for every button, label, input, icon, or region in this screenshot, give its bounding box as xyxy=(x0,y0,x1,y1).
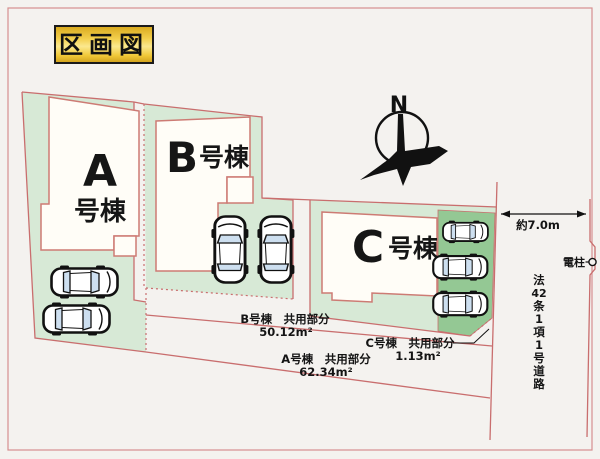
page-title: 区画図 xyxy=(59,31,149,59)
compass-needle-icon xyxy=(360,114,448,186)
west-and-south-boundary-line xyxy=(21,91,491,399)
north-boundary-line xyxy=(21,91,498,208)
road-char: 道 xyxy=(533,364,545,378)
car-icon xyxy=(432,289,489,319)
building-a-suffix: 号棟 xyxy=(74,197,127,227)
compass-north-label: N xyxy=(390,93,408,118)
c-common-area-label: C号棟 共用部分 xyxy=(366,336,455,350)
c-common-area-value: 1.13m² xyxy=(395,349,440,363)
road-char: 項 xyxy=(533,325,545,339)
b-common-area-value: 50.12m² xyxy=(259,325,312,339)
road-designation-label: 法 42 条 1 項 1 号 道 路 xyxy=(531,273,546,391)
utility-pole-label: 電柱 xyxy=(563,255,585,269)
north-compass: N xyxy=(360,93,448,186)
road-width-label: 約7.0m xyxy=(516,218,560,232)
arrow-left-head-icon xyxy=(501,210,510,218)
road-char: 路 xyxy=(533,377,545,391)
building-b-porch xyxy=(226,176,254,204)
utility-pole: 電柱 xyxy=(563,255,597,269)
title-box: 区画図 xyxy=(54,25,154,64)
road-east-edge-line xyxy=(586,199,596,438)
common-area-strip-line xyxy=(145,314,493,347)
a-common-area-label: A号棟 共用部分 xyxy=(281,352,371,366)
b-common-area-label: B号棟 共用部分 xyxy=(240,312,330,326)
a-common-area-value: 62.34m² xyxy=(299,365,352,379)
road-char: 1 xyxy=(535,338,543,352)
plot-c-west-south-line xyxy=(309,200,471,337)
road-west-edge-line xyxy=(489,181,498,441)
road-char: 号 xyxy=(533,351,545,365)
car-icon xyxy=(42,301,111,337)
building-c-outline xyxy=(321,211,438,303)
arrow-right-head-icon xyxy=(577,210,586,218)
building-b-suffix: 号棟 xyxy=(199,143,250,172)
building-a-letter: A xyxy=(83,146,117,197)
car-icon xyxy=(255,215,296,284)
building-b-letter: B xyxy=(166,133,198,182)
road-char: 42 xyxy=(531,287,546,300)
car-icon xyxy=(50,264,119,300)
road-char: 条 xyxy=(532,299,545,313)
pole-circle-icon xyxy=(588,257,597,267)
outer-border xyxy=(7,7,593,451)
building-c-letter: C xyxy=(352,222,384,273)
road-width-dimension: 約7.0m xyxy=(501,210,586,232)
car-icon xyxy=(432,252,489,282)
c-common-leader-line xyxy=(453,328,490,344)
car-icon xyxy=(209,215,250,284)
building-c-suffix: 号棟 xyxy=(388,234,439,263)
road-char: 法 xyxy=(533,273,545,287)
car-icon xyxy=(442,219,489,244)
title-box-frame xyxy=(54,25,154,64)
road-char: 1 xyxy=(535,312,543,326)
building-a-porch xyxy=(113,235,137,257)
